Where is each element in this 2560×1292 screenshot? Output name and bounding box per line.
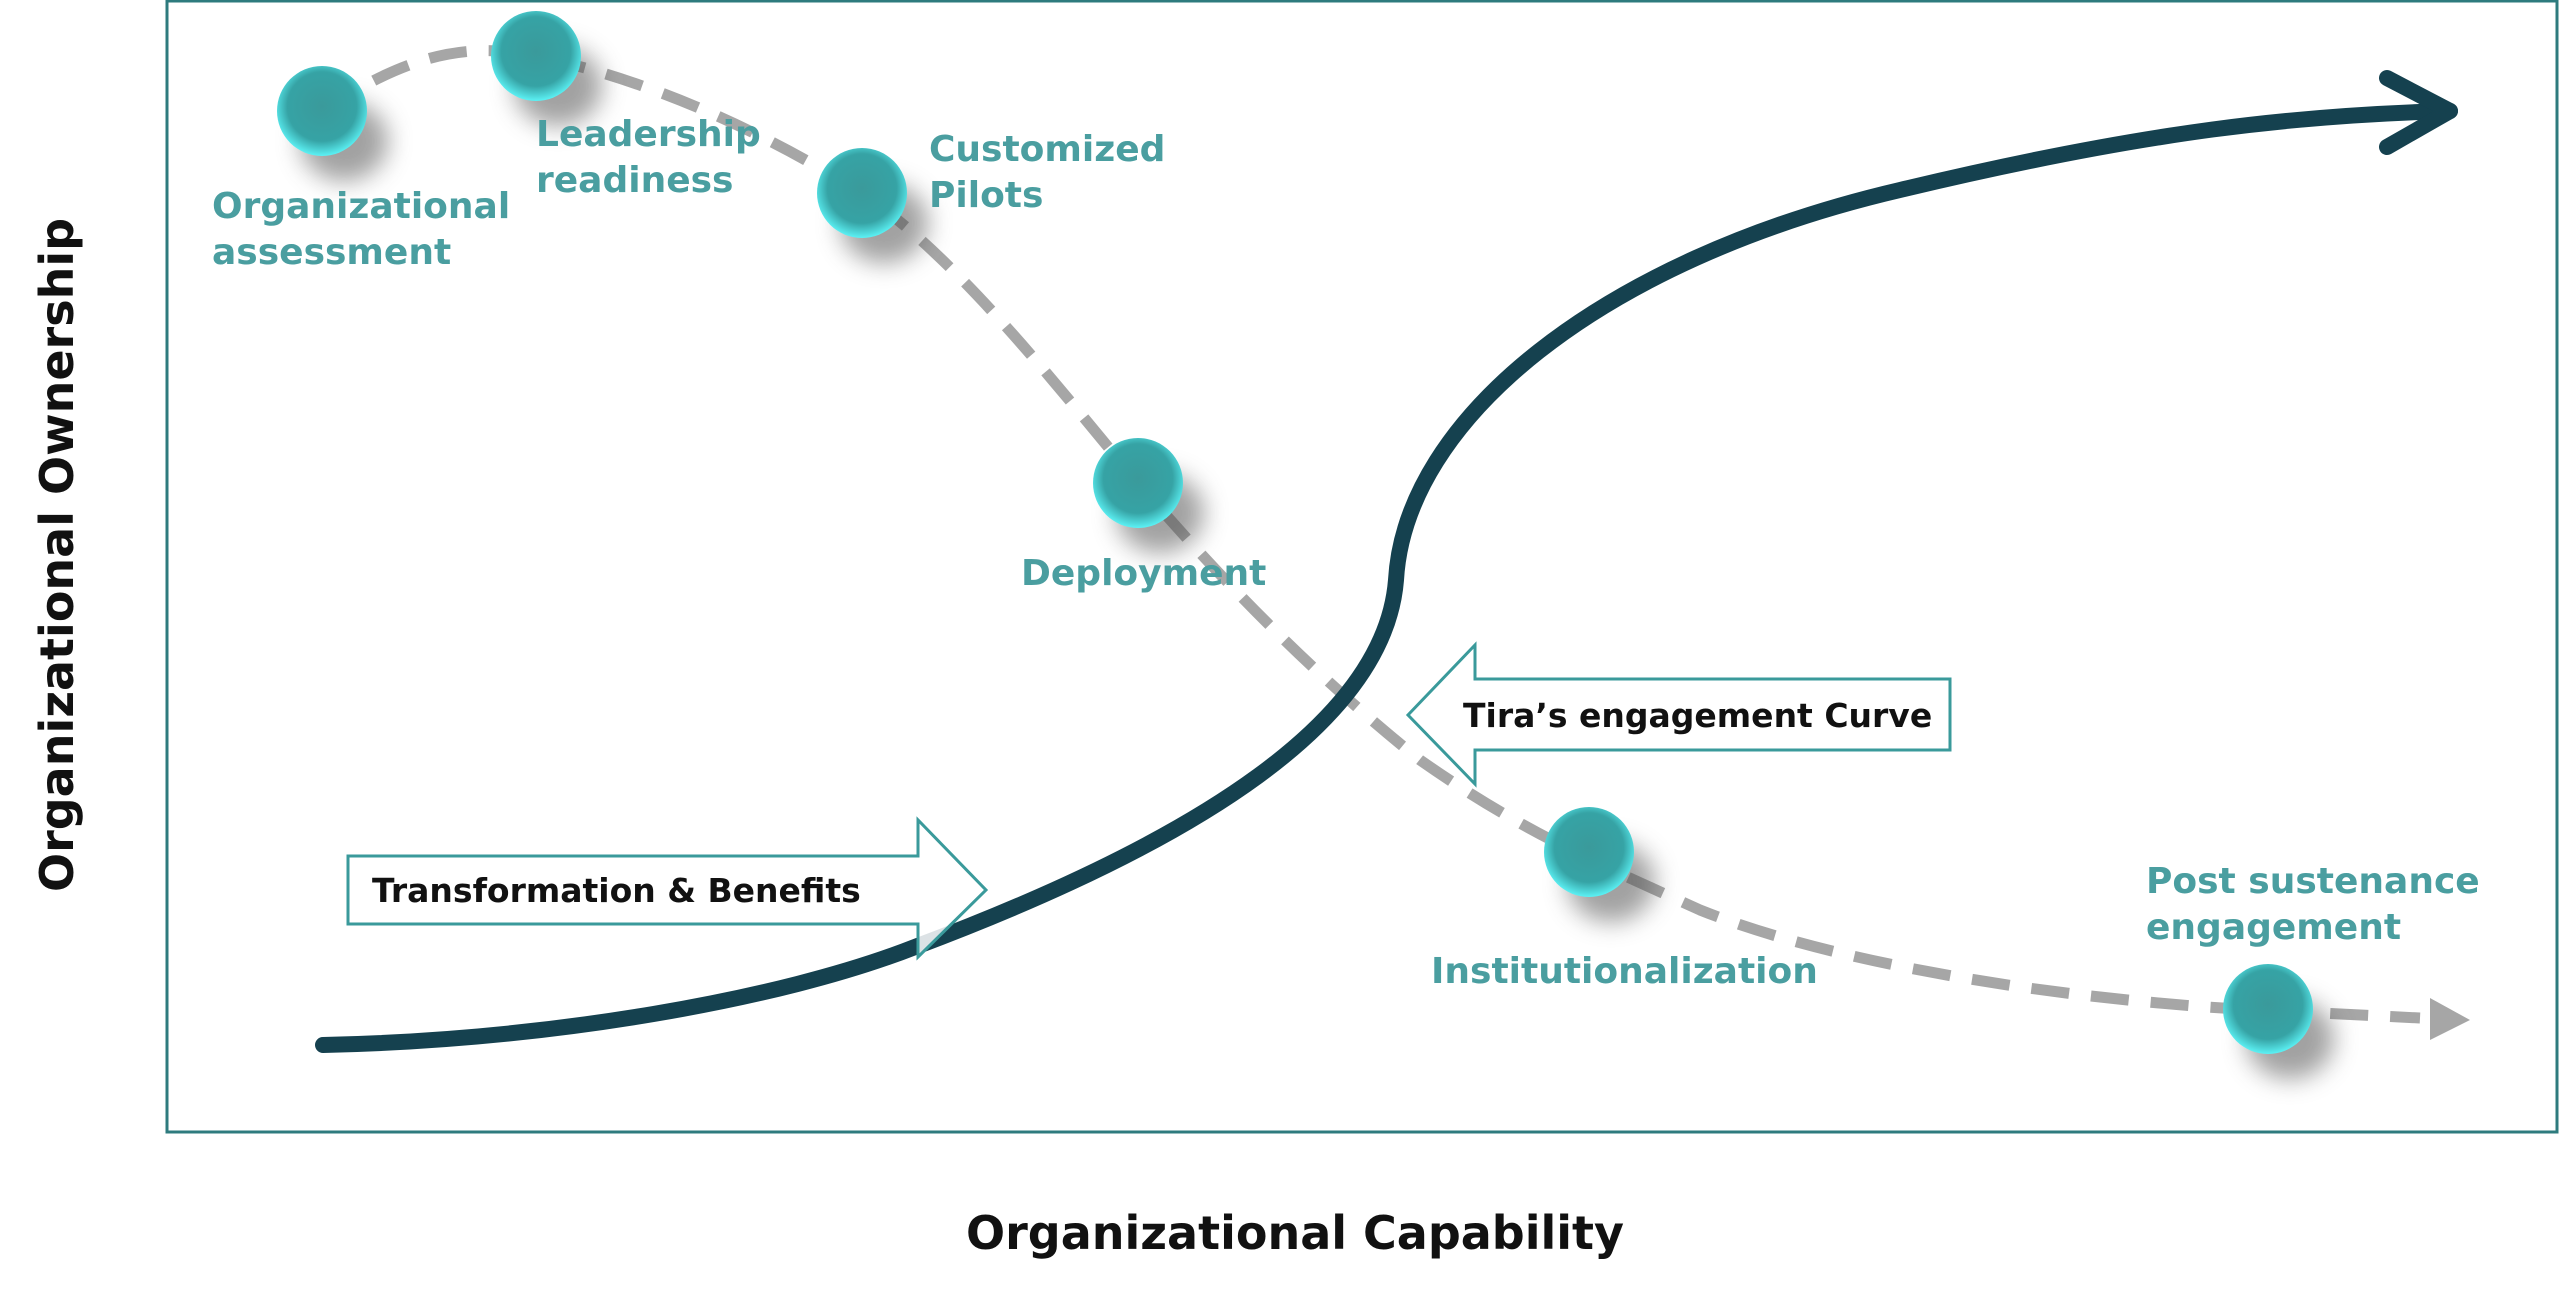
transformation-callout: Transformation & Benefits (346, 816, 989, 961)
y-axis-label: Organizational Ownership (30, 218, 84, 892)
stage-node-customized-pilots (817, 148, 907, 238)
capability-curve-arrowhead (2379, 70, 2458, 155)
stage-label-institutionalization: Institutionalization (1431, 951, 1818, 992)
stage-label-deployment: Deployment (1021, 553, 1266, 594)
chart-frame (165, 0, 2559, 1134)
stage-node-post-sustenance-engagement (2223, 964, 2313, 1054)
stage-node-institutionalization (1544, 807, 1634, 897)
engagement-callout-text: Tira’s engagement Curve (1463, 696, 1932, 735)
x-axis-label: Organizational Capability (966, 1206, 1624, 1260)
stage-node-deployment (1093, 438, 1183, 528)
stage-node-organizational-assessment (277, 66, 367, 156)
capability-curve (315, 103, 2458, 1053)
stage-node-leadership-readiness (491, 11, 581, 101)
engagement-curve-arrowhead (2430, 998, 2470, 1040)
engagement-callout: Tira’s engagement Curve (1405, 641, 1952, 788)
transformation-callout-text: Transformation & Benefits (372, 871, 861, 910)
